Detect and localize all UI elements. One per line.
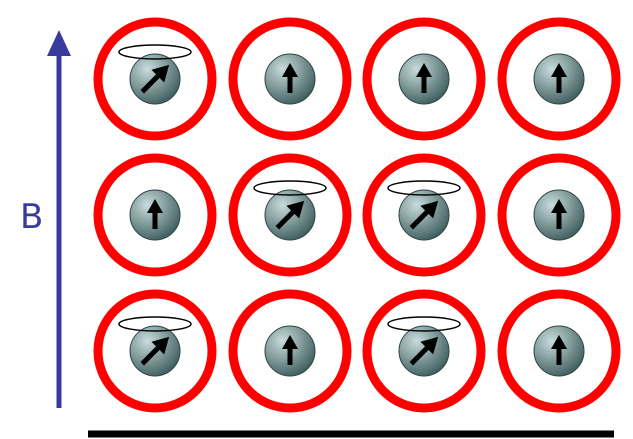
- lattice-cell: [367, 158, 481, 272]
- lattice-cell: [233, 294, 347, 408]
- lattice-cell: [98, 22, 212, 136]
- lattice-cell: [233, 158, 347, 272]
- lattice-cell: [367, 294, 481, 408]
- field-label: B: [20, 197, 43, 237]
- lattice-cell: [502, 158, 616, 272]
- magnetic-field-arrow: [47, 30, 71, 408]
- lattice-cell: [233, 22, 347, 136]
- lattice-cell: [502, 294, 616, 408]
- lattice-cell: [502, 22, 616, 136]
- lattice-cell: [98, 294, 212, 408]
- field-arrowhead: [47, 30, 71, 56]
- lattice-cell: [98, 158, 212, 272]
- lattice-cell: [367, 22, 481, 136]
- spin-lattice: [98, 22, 616, 408]
